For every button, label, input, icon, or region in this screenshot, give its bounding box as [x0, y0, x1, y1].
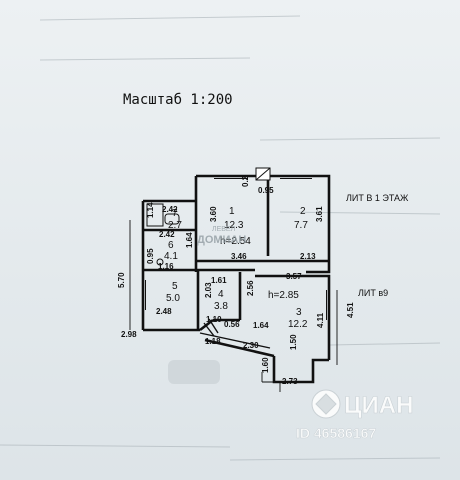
watermark-mid-text: ДОМИАН [197, 234, 246, 246]
room-4-number: 4 [218, 289, 224, 300]
room-1-number: 1 [229, 206, 235, 217]
room-7-number: 7 [172, 208, 178, 219]
room-2-number: 2 [300, 206, 306, 217]
dim-1-16: 1.16 [158, 262, 174, 271]
dim-3-61: 3.61 [315, 206, 324, 222]
dim-2-48: 2.48 [156, 307, 172, 316]
dim-3-57: 3.57 [286, 272, 302, 281]
dim-1-64-room6: 1.64 [185, 232, 194, 248]
entry-strip [199, 318, 271, 349]
cian-brand-text: ЦИАН [344, 392, 413, 419]
cian-logo-icon [311, 389, 341, 419]
room-2-area: 7.7 [294, 220, 308, 231]
listing-id-text: ID 46586167 [296, 425, 376, 441]
room-5-number: 5 [172, 281, 178, 292]
room-1-area: 12.3 [224, 220, 244, 231]
dim-2-03: 2.03 [204, 282, 213, 298]
dim-2-30: 2.30 [243, 341, 259, 350]
dim-2-13: 2.13 [300, 252, 316, 261]
room-6-area: 4.1 [164, 251, 178, 262]
dim-1-60: 1.60 [261, 357, 270, 373]
dim-0-95-small: 0.95 [146, 248, 155, 264]
dim-2-56: 2.56 [246, 280, 255, 296]
dim-2-98: 2.98 [121, 330, 137, 339]
dim-4-11: 4.11 [316, 312, 325, 328]
watermark-domian: ЛЕВЕЛ ДОМИАН [197, 226, 246, 246]
dim-4-51: 4.51 [346, 302, 355, 318]
dim-0-56: 0.56 [224, 320, 240, 329]
room-7-area: 2.7 [168, 220, 182, 231]
room-5-area: 5.0 [166, 293, 180, 304]
dim-1-64-room3: 1.64 [253, 321, 269, 330]
cian-watermark: ЦИАН ID 46586167 [296, 389, 414, 441]
dim-2-42-mid: 2.42 [159, 230, 175, 239]
vent-box [255, 167, 271, 181]
dim-0-95: 0.95 [258, 186, 274, 195]
room-3-number: 3 [296, 307, 302, 318]
windows [145, 178, 327, 320]
dim-3-60: 3.60 [209, 206, 218, 222]
bathroom-fixtures [146, 203, 180, 266]
background-text-lines [0, 15, 441, 461]
dim-0-2: 0.2 [241, 175, 250, 187]
height-main: h=2.54 [220, 236, 251, 247]
dim-1-61: 1.61 [211, 276, 227, 285]
watermark-top-text: ЛЕВЕЛ [212, 226, 236, 233]
dim-1-18: 1.18 [205, 337, 221, 346]
room-3-area: 12.2 [288, 319, 308, 330]
dim-3-46: 3.46 [231, 252, 247, 261]
dimension-labels: 0.2 0.95 3.60 3.61 3.46 2.13 3.57 5.70 4… [117, 175, 355, 386]
dim-5-70: 5.70 [117, 272, 126, 288]
room-labels: 1 12.3 2 7.7 3 12.2 4 3.8 5 5.0 6 4.1 7 … [164, 206, 308, 330]
dim-2-42-top: 2.42 [162, 205, 178, 214]
dim-1-14: 1.14 [146, 202, 155, 218]
room-6-number: 6 [168, 240, 174, 251]
label-annex: ЛИТ в9 [358, 288, 388, 298]
dim-1-10: 1.10 [206, 315, 222, 324]
dim-1-50: 1.50 [289, 334, 298, 350]
room-4-area: 3.8 [214, 301, 228, 312]
dimension-lines [129, 220, 338, 392]
redacted-patch [168, 360, 220, 384]
scale-label: Масштаб 1:200 [123, 92, 233, 108]
dim-2-73: 2.73 [282, 377, 298, 386]
label-floor: ЛИТ В 1 ЭТАЖ [346, 193, 409, 203]
height-annex: h=2.85 [268, 290, 299, 301]
